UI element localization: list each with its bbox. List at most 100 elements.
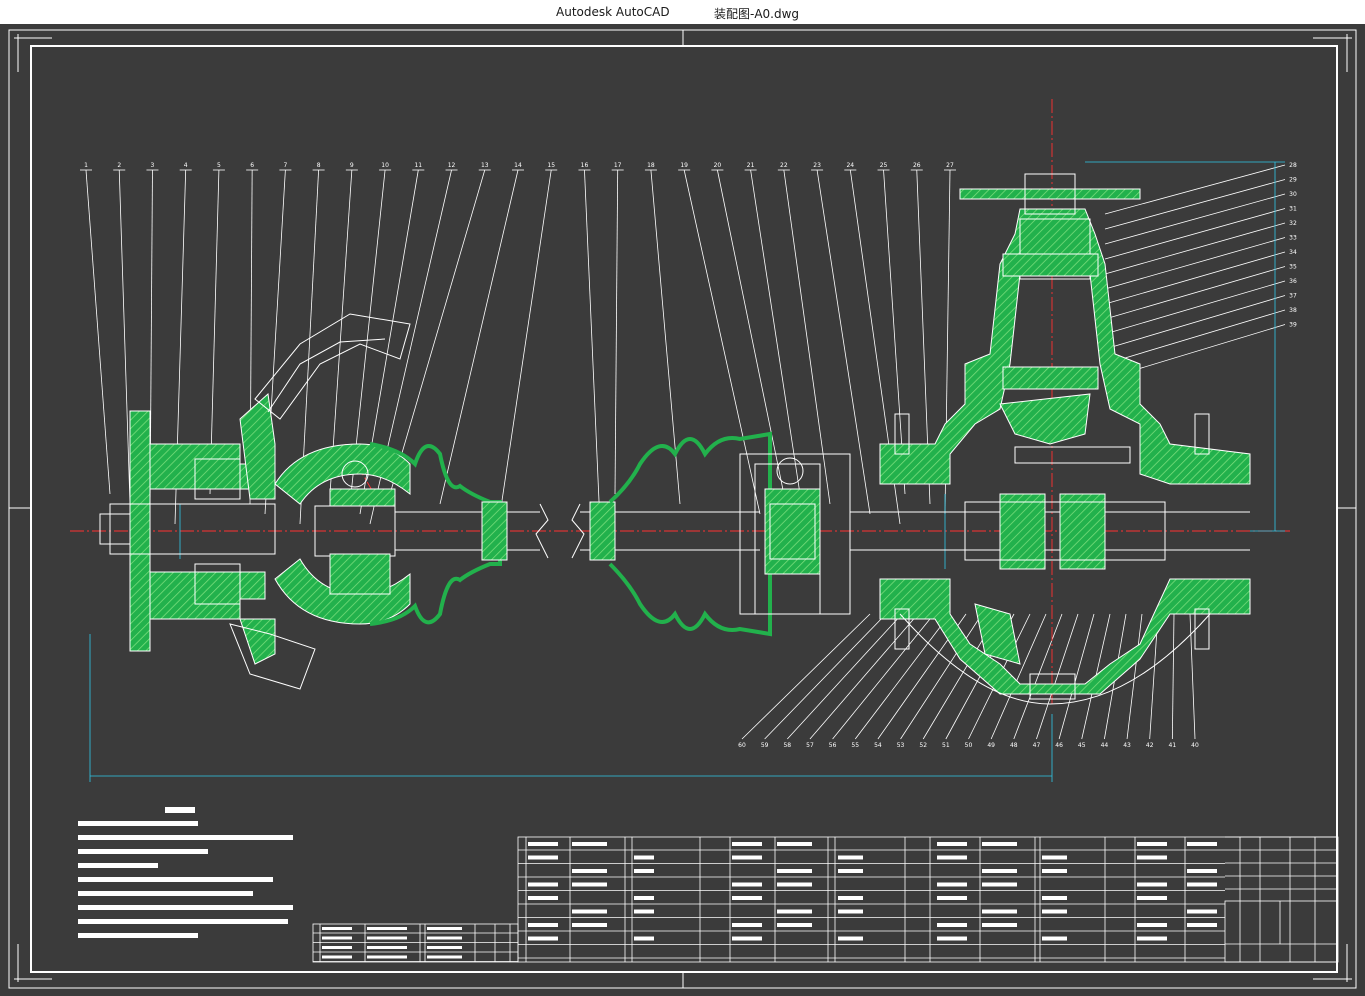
outer-cv-joint [274, 443, 411, 625]
balloon-number: 41 [1169, 742, 1177, 749]
balloon-leader [389, 169, 486, 495]
balloon-number: 12 [448, 162, 456, 169]
balloon-number: 30 [1289, 191, 1297, 198]
balloon-leader [614, 169, 619, 495]
balloon-number: 15 [547, 162, 555, 169]
balloon-number: 33 [1289, 235, 1297, 242]
balloon-number: 13 [481, 162, 489, 169]
bill-of-materials [312, 836, 1339, 963]
balloon-leader [118, 169, 131, 505]
balloon-number: 2 [117, 162, 121, 169]
balloon-leader [1104, 309, 1286, 365]
balloon-number: 43 [1123, 742, 1131, 749]
balloon-leader [329, 169, 353, 495]
balloon-number: 21 [747, 162, 755, 169]
balloon-leader [764, 613, 887, 740]
app-title: Autodesk AutoCAD [556, 5, 670, 19]
balloon-number: 23 [813, 162, 821, 169]
balloon-number: 1 [84, 162, 88, 169]
balloon-leader [209, 169, 220, 495]
balloon-number: 27 [946, 162, 954, 169]
balloon-number: 47 [1033, 742, 1041, 749]
balloon-number: 16 [581, 162, 589, 169]
balloon-number: 59 [761, 742, 769, 749]
balloon-leader [499, 169, 552, 515]
document-title: 装配图-A0.dwg [714, 7, 800, 21]
balloon-leader [1171, 613, 1175, 740]
balloon-number: 32 [1289, 220, 1297, 227]
balloon-number: 29 [1289, 177, 1297, 184]
balloon-number: 7 [283, 162, 287, 169]
balloon-number: 51 [942, 742, 950, 749]
balloon-leader [854, 613, 951, 740]
balloon-leader [1126, 613, 1143, 740]
balloon-number: 35 [1289, 264, 1297, 271]
knuckle-arm-inner [267, 338, 386, 413]
balloon-number: 26 [913, 162, 921, 169]
balloon-number: 52 [919, 742, 927, 749]
balloon-leader [1104, 193, 1286, 245]
balloon-leader [683, 169, 761, 515]
balloon-leader [900, 613, 983, 740]
balloon-number: 17 [614, 162, 622, 169]
balloon-number: 49 [987, 742, 995, 749]
balloon-number: 34 [1289, 249, 1297, 256]
balloon-number: 25 [880, 162, 888, 169]
balloon-number: 22 [780, 162, 788, 169]
balloon-number: 50 [965, 742, 973, 749]
balloon-leader [832, 613, 935, 740]
balloon-leader [883, 169, 906, 495]
balloon-number: 40 [1191, 742, 1199, 749]
balloon-number: 37 [1289, 293, 1297, 300]
balloon-leader [1104, 280, 1286, 335]
balloon-number: 14 [514, 162, 522, 169]
balloon-number: 48 [1010, 742, 1018, 749]
balloon-number: 56 [829, 742, 837, 749]
balloon-leader [1104, 295, 1286, 350]
balloon-number: 42 [1146, 742, 1154, 749]
balloon-number: 36 [1289, 278, 1297, 285]
balloon-number: 44 [1101, 742, 1109, 749]
balloon-leader [809, 613, 919, 740]
balloon-leader [1036, 613, 1079, 740]
half-shaft [395, 501, 760, 561]
balloon-number: 19 [680, 162, 688, 169]
balloon-number: 60 [738, 742, 746, 749]
balloon-number: 9 [350, 162, 354, 169]
balloon-leader [1104, 208, 1286, 260]
balloon-number: 54 [874, 742, 882, 749]
balloon-number: 10 [381, 162, 389, 169]
balloon-leader [990, 613, 1047, 740]
balloon-number: 18 [647, 162, 655, 169]
balloon-number: 5 [217, 162, 221, 169]
differential-housing [879, 173, 1251, 705]
sheet-frame [8, 29, 1357, 989]
balloon-number: 6 [250, 162, 254, 169]
balloon-leader [439, 169, 519, 505]
balloon-leader [750, 169, 801, 495]
title-bar: Autodesk AutoCAD 装配图-A0.dwg [0, 0, 1365, 24]
balloon-number: 58 [783, 742, 791, 749]
technical-notes [78, 807, 293, 938]
balloon-number: 28 [1289, 162, 1297, 169]
balloon-leader [816, 169, 871, 515]
balloon-leader [85, 169, 111, 495]
balloon-leader [1104, 251, 1286, 305]
balloon-number: 3 [151, 162, 155, 169]
balloon-leader [1058, 613, 1095, 740]
balloon-leader [1013, 613, 1063, 740]
balloon-number: 46 [1055, 742, 1063, 749]
balloon-leader [1104, 179, 1286, 230]
balloon-number: 31 [1289, 206, 1297, 213]
balloon-number: 24 [846, 162, 854, 169]
balloon-number: 11 [414, 162, 422, 169]
bom-cell-text [322, 842, 1217, 959]
balloon-leader [1104, 237, 1286, 290]
balloon-number: 55 [851, 742, 859, 749]
balloon-number: 53 [897, 742, 905, 749]
balloon-number: 38 [1289, 307, 1297, 314]
balloon-leader [1104, 266, 1286, 320]
